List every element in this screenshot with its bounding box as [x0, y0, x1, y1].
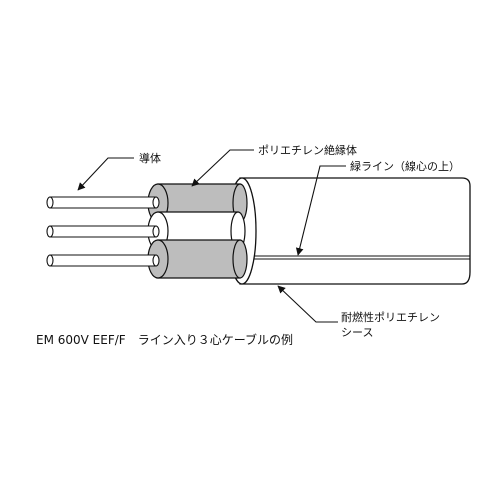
conductor-bottom	[46, 254, 160, 267]
sheath-body	[239, 177, 471, 285]
leader-sheath	[277, 285, 338, 323]
leader-insulation	[191, 149, 254, 187]
caption: EM 600V EEF/F ライン入り３心ケーブルの例	[36, 332, 293, 347]
label-insulation: ポリエチレン絶縁体	[258, 143, 357, 157]
green-line	[254, 255, 470, 260]
label-sheath-line2: シース	[341, 326, 373, 339]
label-sheath-line1: 耐燃性ポリエチレン	[341, 310, 440, 324]
conductor-top	[46, 196, 160, 209]
label-green-line: 緑ライン（線心の上）	[350, 159, 460, 173]
core-bottom	[147, 239, 248, 279]
conductor-middle	[46, 225, 160, 238]
label-conductor: 導体	[139, 151, 161, 165]
leader-conductor	[77, 157, 134, 191]
leader-green-line	[295, 165, 346, 256]
